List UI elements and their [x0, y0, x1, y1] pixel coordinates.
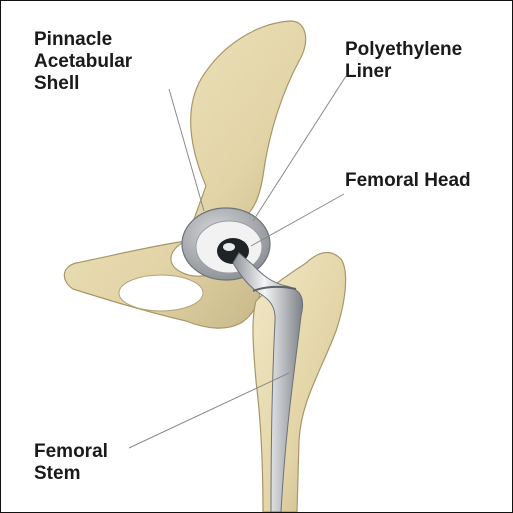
femoral-head-highlight [223, 243, 235, 251]
label-femoral-head: Femoral Head [345, 170, 471, 192]
obturator-foramen [119, 275, 203, 311]
label-polyethylene-liner: Polyethylene Liner [345, 39, 462, 83]
label-acetabular-shell: Pinnacle Acetabular Shell [34, 29, 132, 95]
label-femoral-stem: Femoral Stem [34, 441, 108, 485]
